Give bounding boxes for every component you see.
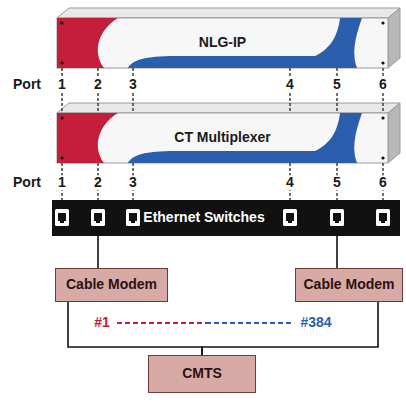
nlg-ip-chassis-part: [60, 21, 63, 24]
nlg-ip-chassis-part: [381, 61, 384, 64]
device-front-panel: NLG-IP: [57, 18, 388, 68]
nlg-ip-chassis: [57, 8, 400, 68]
network-cable: [97, 236, 99, 268]
modem-count-label: #384: [300, 315, 331, 330]
jack-slot: [333, 213, 341, 223]
node-label: Cable Modem: [66, 277, 157, 292]
ct-multiplexer-chassis-part: [128, 113, 362, 163]
ct-multiplexer-chassis-part: [57, 103, 400, 113]
ethernet-jack: [55, 209, 69, 226]
nlg-ip-chassis-part: [381, 21, 384, 24]
nlg-ip-chassis-part: [60, 61, 63, 64]
ethernet-jack: [283, 209, 297, 226]
node-label: NLG-IP: [199, 35, 246, 50]
jack-body: [55, 209, 69, 226]
jack-body: [126, 209, 140, 226]
ethernet-jack: [376, 209, 390, 226]
port-number: 6: [377, 175, 389, 190]
ct-multiplexer-chassis-part: [381, 156, 384, 159]
ethernet-jack: [330, 209, 344, 226]
port-number: 2: [92, 175, 104, 190]
port-number: 4: [284, 175, 296, 190]
jack-slot: [94, 213, 102, 223]
modem-box: Cable Modem: [295, 268, 403, 302]
node-label: Cable Modem: [303, 277, 394, 292]
ct-multiplexer-chassis-part: [388, 103, 400, 163]
port-number: 3: [127, 175, 139, 190]
port-number: 5: [331, 175, 343, 190]
modem-range-line: [117, 323, 294, 324]
ethernet-jack: [91, 209, 105, 226]
device-front-panel: CT Multiplexer: [57, 113, 388, 163]
cmts-box: CMTS: [148, 355, 256, 393]
nlg-ip-chassis-part: [57, 8, 400, 18]
ct-multiplexer-chassis-part: [57, 113, 388, 163]
nlg-ip-chassis-part: [388, 8, 400, 68]
jack-slot: [286, 213, 294, 223]
port-number: 2: [92, 77, 104, 92]
ct-multiplexer-chassis-part: [60, 156, 63, 159]
ethernet-jacks: [55, 209, 390, 226]
modem-range-line-part: [117, 322, 206, 324]
port-heading: Port: [13, 175, 41, 190]
ct-multiplexer-chassis-part: [57, 113, 118, 163]
port-number: 1: [56, 77, 68, 92]
port-number: 6: [377, 77, 389, 92]
port-number: 4: [284, 77, 296, 92]
switch-bar-label-area: Ethernet Switches: [52, 200, 400, 236]
node-label: CMTS: [182, 366, 222, 381]
ct-multiplexer-chassis-part: [381, 116, 384, 119]
jack-slot: [129, 213, 137, 223]
switch-bar-part: [52, 200, 400, 236]
network-cable: [202, 302, 378, 355]
network-cable: [336, 236, 338, 268]
jack-body: [330, 209, 344, 226]
jack-body: [91, 209, 105, 226]
modem-count-label: #1: [94, 315, 110, 330]
modem-box: Cable Modem: [55, 268, 168, 302]
node-label: Ethernet Switches: [143, 210, 264, 225]
port-heading: Port: [13, 77, 41, 92]
nlg-ip-chassis-part: [128, 18, 362, 68]
node-label: CT Multiplexer: [174, 130, 270, 145]
network-cable: [68, 302, 202, 355]
jack-body: [283, 209, 297, 226]
nlg-ip-chassis-part: [57, 18, 118, 68]
jack-body: [376, 209, 390, 226]
port-number: 3: [127, 77, 139, 92]
port-number: 5: [331, 77, 343, 92]
jack-slot: [58, 213, 66, 223]
switch-bar: [52, 200, 400, 236]
jack-slot: [379, 213, 387, 223]
ct-multiplexer-chassis-part: [60, 116, 63, 119]
nlg-ip-chassis-part: [57, 18, 388, 68]
modem-range-line-part: [206, 322, 294, 324]
ethernet-jack: [126, 209, 140, 226]
port-number: 1: [56, 175, 68, 190]
ct-multiplexer-chassis: [57, 103, 400, 163]
